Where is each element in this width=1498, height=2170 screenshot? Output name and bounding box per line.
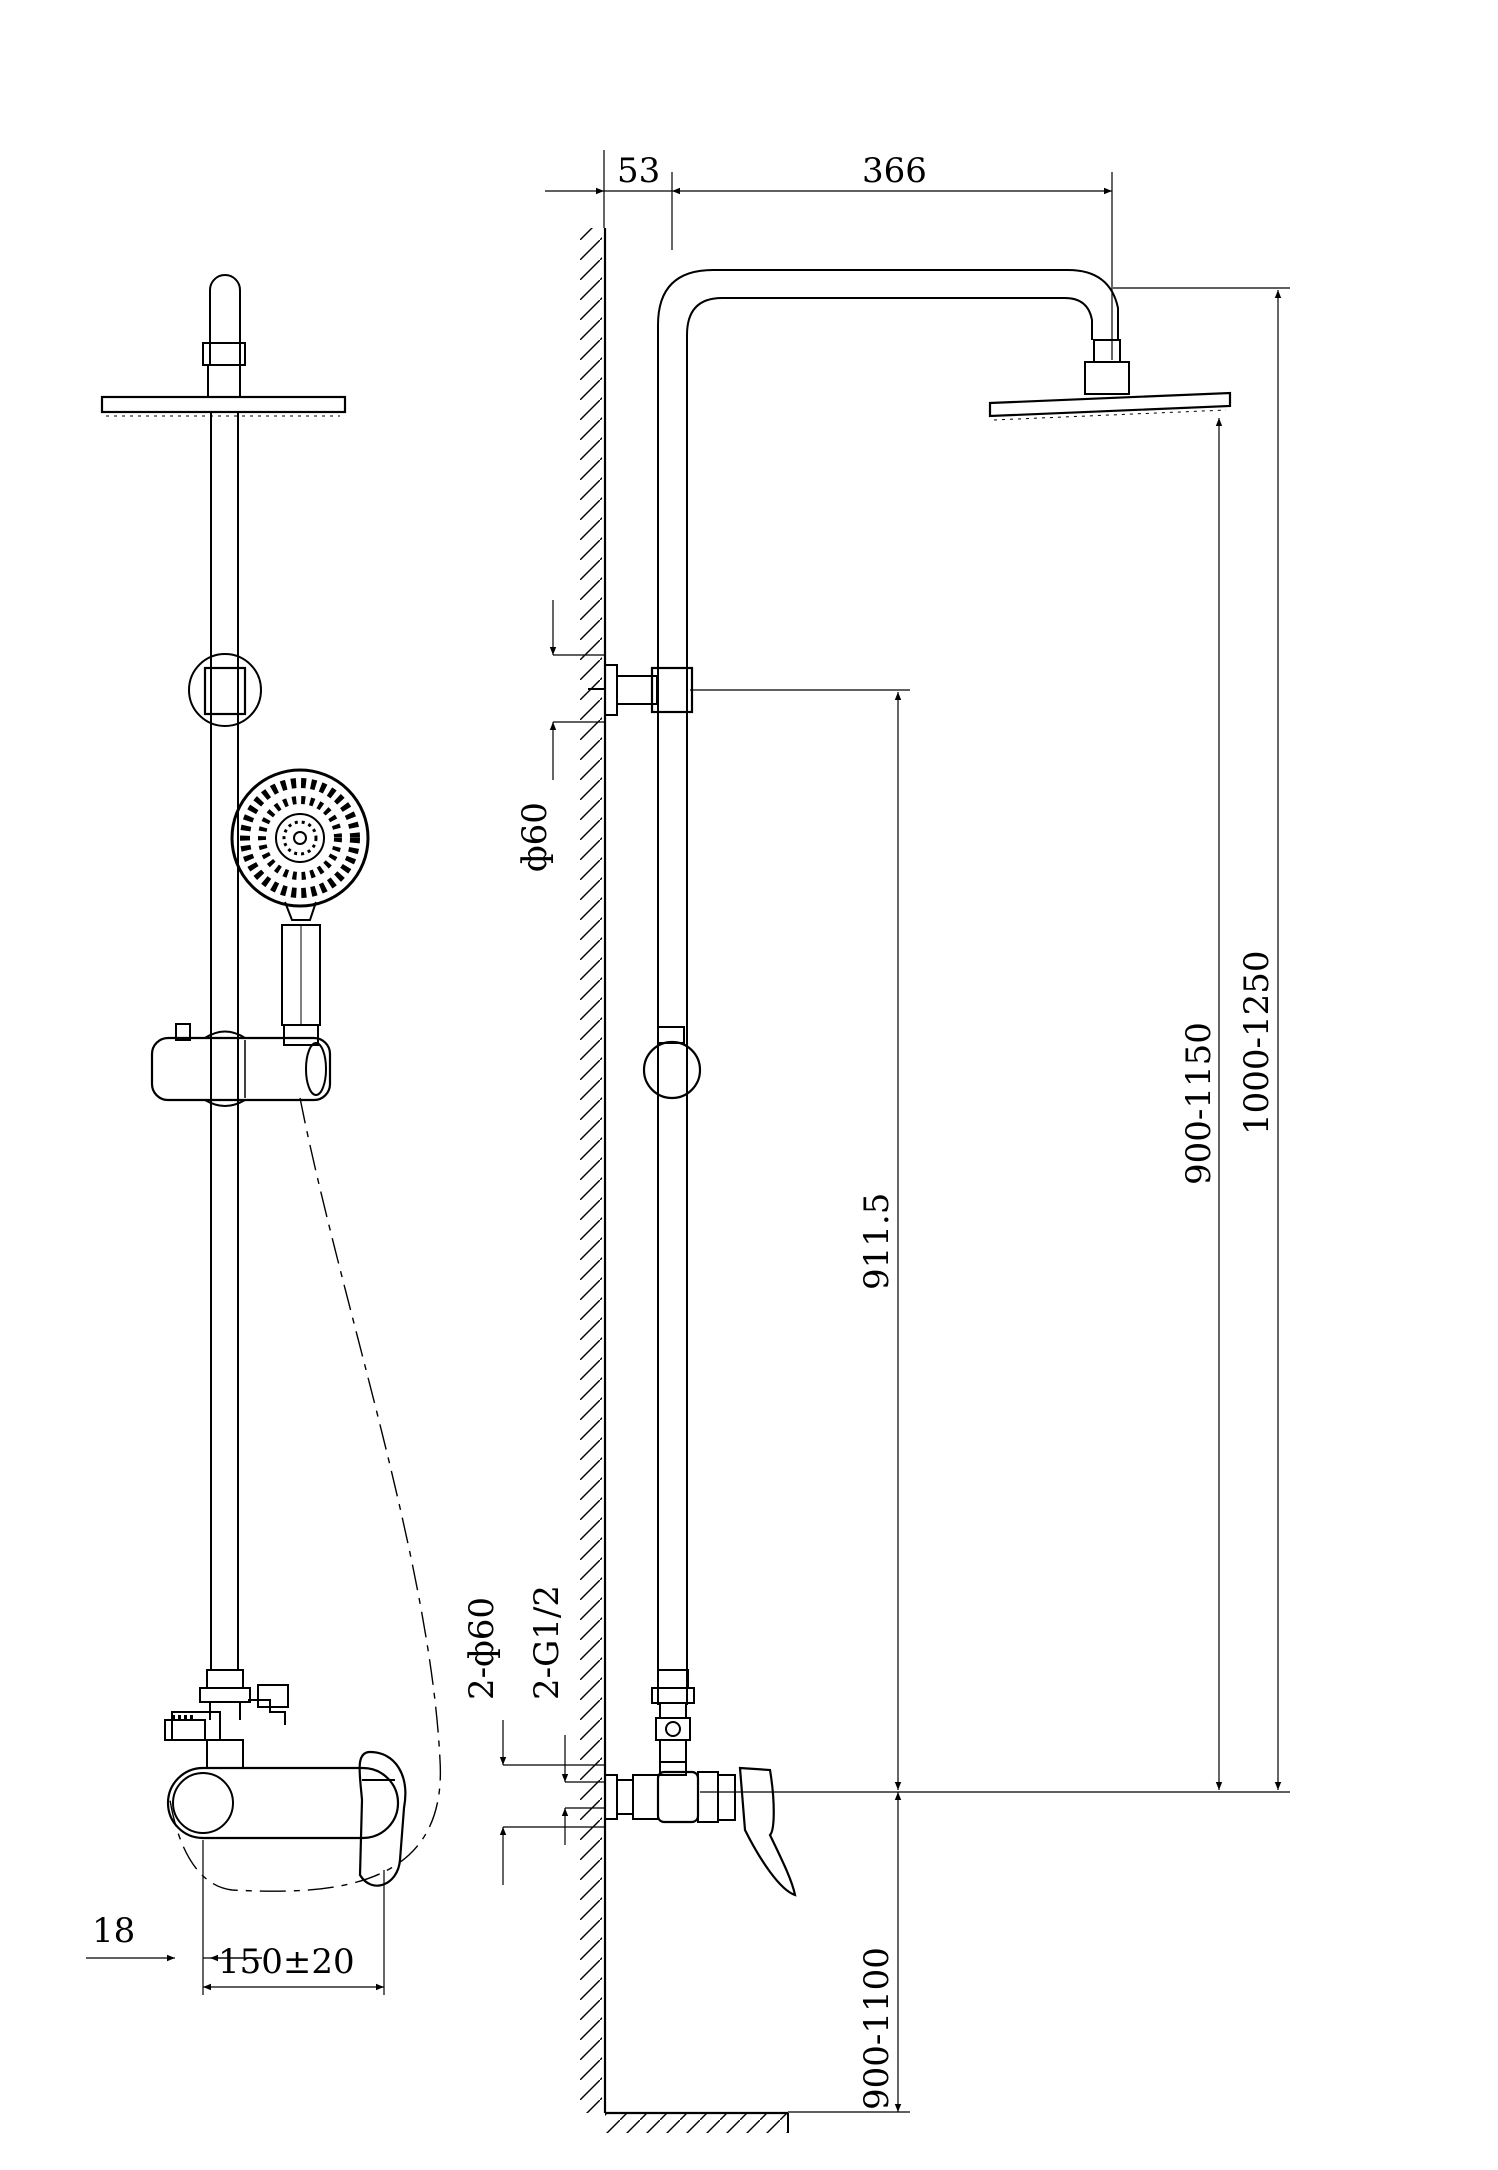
- side-mixer: [604, 1766, 797, 1897]
- side-view: 53 366 ф60 911.5 900-1150 1000-1250 900-…: [462, 150, 1290, 2133]
- dim-overhead-height: 900-1150: [1179, 1022, 1219, 1185]
- floor-hatching: [605, 2113, 788, 2133]
- dim-total-height: 1000-1250: [1237, 950, 1277, 1135]
- side-shower-head: [988, 391, 1232, 418]
- side-head-nut: [1084, 361, 1130, 395]
- dim-spout-offset: 18: [92, 1911, 135, 1951]
- front-mixer-body: [166, 1766, 400, 1840]
- side-mixer-body: [656, 1770, 700, 1824]
- dim-bracket-height: 911.5: [857, 1193, 897, 1290]
- front-mixer: [166, 1750, 407, 1887]
- side-riser-outer: [657, 269, 1119, 1705]
- wall-hatching: [580, 228, 602, 2113]
- front-head-connector: [207, 364, 241, 398]
- front-riser-cap: [209, 274, 241, 365]
- front-mixer-lever: [358, 1750, 407, 1887]
- front-view: 18 150±20: [86, 274, 441, 1995]
- hand-shower: [230, 768, 370, 1046]
- side-bracket-arm: [616, 675, 658, 705]
- slide-holder: [150, 1023, 332, 1107]
- dim-centres: 150±20: [218, 1942, 355, 1982]
- dim-dual-flange: 2-ф60: [462, 1597, 502, 1700]
- slide-holder-body: [150, 1036, 332, 1102]
- dim-flange-diameter: ф60: [515, 802, 555, 872]
- dim-arm-length: 366: [862, 151, 927, 191]
- dim-wall-offset: 53: [617, 151, 660, 191]
- front-wall-bracket-clamp: [203, 666, 247, 716]
- side-fittings: [651, 1669, 695, 1776]
- front-wall-bracket-flange: [188, 653, 262, 727]
- front-diverter: [164, 1669, 289, 1769]
- hose-path: [169, 1097, 441, 1892]
- side-slide-holder: [642, 1040, 702, 1100]
- dim-mixer-height: 900-1100: [857, 1947, 897, 2110]
- side-mixer-lever: [738, 1766, 797, 1897]
- dim-inlet-thread: 2-G1/2: [527, 1585, 567, 1700]
- hand-shower-neck: [284, 901, 317, 921]
- hand-shower-face: [230, 768, 370, 908]
- side-riser-inner: [686, 297, 1093, 1705]
- front-shower-head: [100, 395, 347, 414]
